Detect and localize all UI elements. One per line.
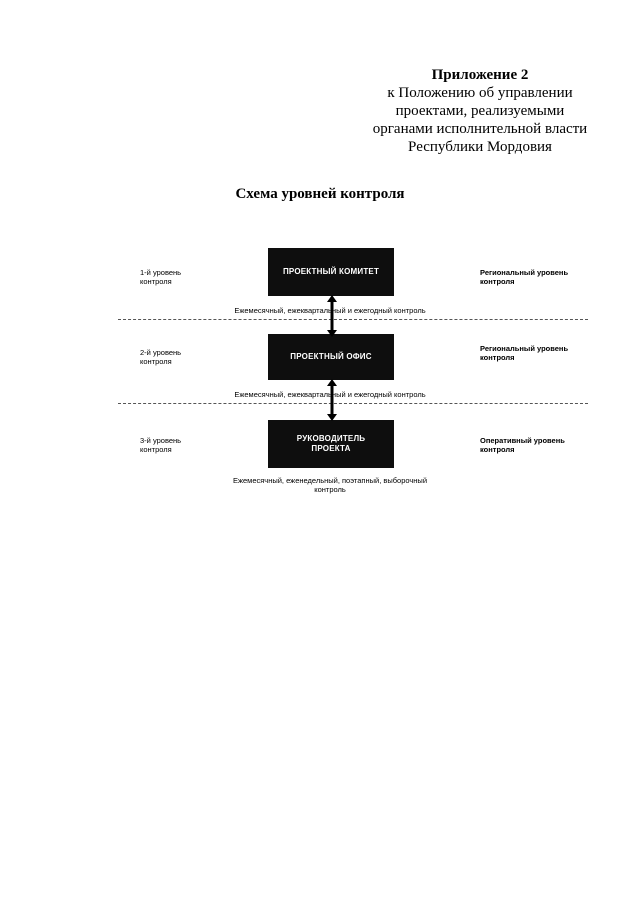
scheme-title: Схема уровней контроля: [235, 186, 405, 202]
project-office-box: ПРОЕКТНЫЙ ОФИС: [268, 334, 394, 380]
double-arrow-icon: [327, 379, 337, 421]
frequency-label-2: Ежемесячный, ежеквартальный и ежегодный …: [234, 390, 426, 399]
project-manager-box: РУКОВОДИТЕЛЬ ПРОЕКТА: [268, 420, 394, 468]
appendix-line: Республики Мордовия: [408, 139, 552, 155]
appendix-line: проектами, реализуемыми: [395, 103, 565, 119]
appendix-line: органами исполнительной власти: [372, 121, 588, 137]
frequency-label-1: Ежемесячный, ежеквартальный и ежегодный …: [234, 306, 426, 315]
appendix-line: к Положению об управлении: [387, 85, 573, 101]
level-separator: [118, 403, 588, 404]
frequency-label-3: Ежемесячный, еженедельный, поэтапный, вы…: [232, 476, 428, 494]
project-committee-box: ПРОЕКТНЫЙ КОМИТЕТ: [268, 248, 394, 296]
level-2-type-label: Региональный уровень контроля: [480, 344, 569, 362]
appendix-header: Приложение 2 к Положению об управлении п…: [360, 66, 600, 156]
level-1-label: 1-й уровень контроля: [140, 268, 182, 286]
double-arrow-icon: [327, 295, 337, 337]
appendix-title: Приложение 2: [431, 67, 529, 83]
level-3-label: 3-й уровень контроля: [140, 436, 182, 454]
level-separator: [118, 319, 588, 320]
level-2-label: 2-й уровень контроля: [140, 348, 182, 366]
level-3-type-label: Оперативный уровень контроля: [480, 436, 565, 454]
level-1-type-label: Региональный уровень контроля: [480, 268, 569, 286]
